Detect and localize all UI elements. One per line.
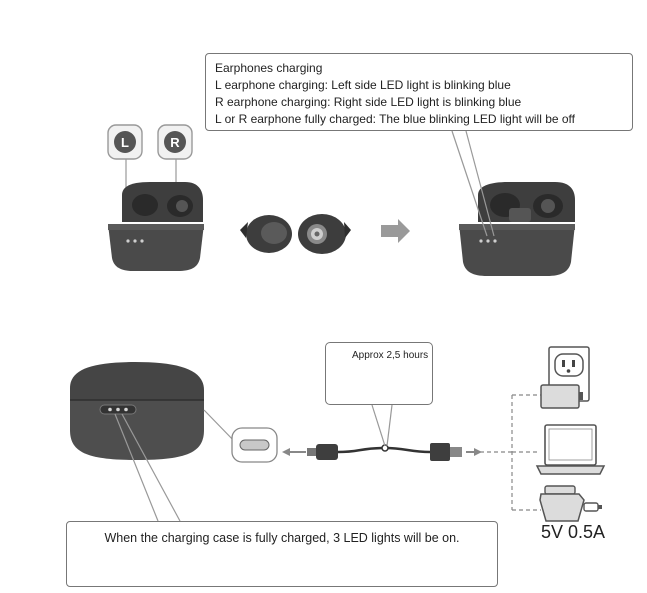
charge-time-callout: Approx 2,5 hours <box>325 342 433 405</box>
open-charging-case <box>108 182 204 271</box>
right-earphone-led-text: R earphone charging: Right side LED ligh… <box>215 95 522 109</box>
case-charged-text: When the charging case is fully charged,… <box>104 531 460 545</box>
fully-charged-led-text: L or R earphone fully charged: The blue … <box>215 112 575 126</box>
usb-c-port <box>231 427 278 463</box>
open-charging-case-charged <box>459 182 575 276</box>
left-label-badge: L <box>107 124 143 160</box>
earphones-charging-callout: Earphones charging L earphone charging: … <box>205 53 633 131</box>
right-label-badge: R <box>157 124 193 160</box>
charge-time-text: Approx 2,5 hours <box>352 350 429 361</box>
laptop-icon <box>535 424 606 475</box>
left-label: L <box>121 135 129 150</box>
closed-charging-case <box>70 362 204 460</box>
right-earbud <box>298 214 351 254</box>
usb-cable <box>307 443 462 461</box>
right-label: R <box>170 135 180 150</box>
case-charged-callout: When the charging case is fully charged,… <box>66 521 498 587</box>
callout-title: Earphones charging <box>215 61 323 75</box>
left-earphone-led-text: L earphone charging: Left side LED light… <box>215 78 511 92</box>
power-spec-label: 5V 0.5A <box>541 522 606 542</box>
left-earbud <box>240 215 292 253</box>
car-charger-icon <box>539 485 602 522</box>
wall-socket-icon <box>540 346 590 409</box>
arrow-icon <box>381 219 410 243</box>
